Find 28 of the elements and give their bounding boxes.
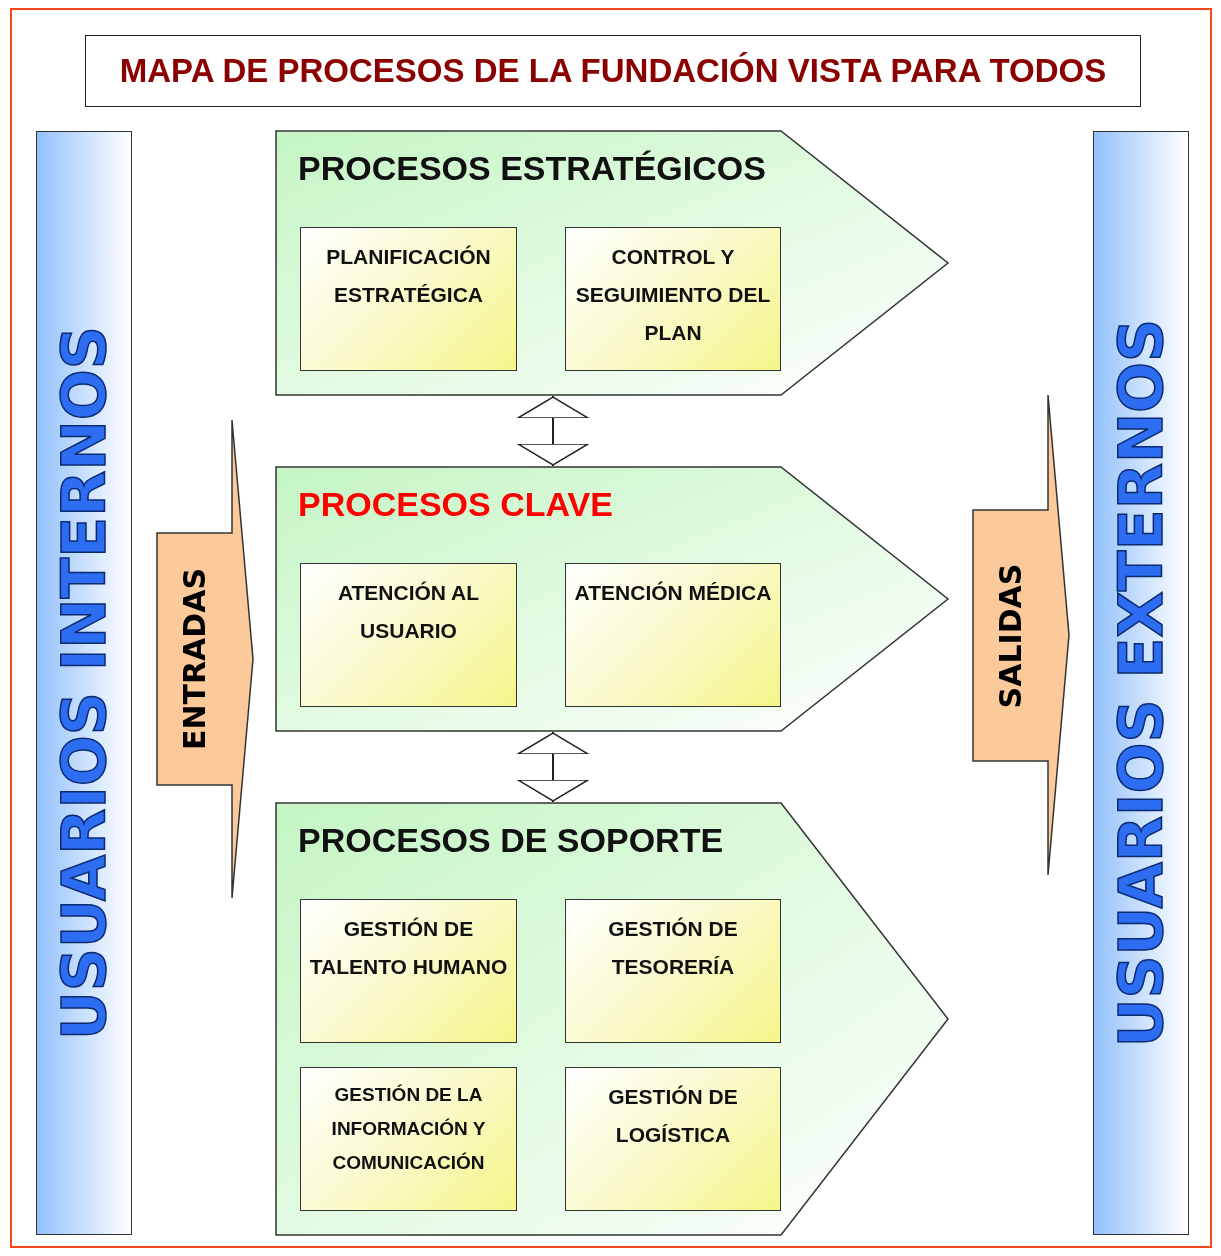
process-box [300, 899, 517, 1043]
double-arrow [517, 395, 589, 467]
bar-label: USUARIOS INTERNOS [49, 326, 119, 1040]
side-bar [1093, 131, 1189, 1235]
box-label: GESTIÓN DE TALENTO HUMANO [309, 916, 508, 980]
title: MAPA DE PROCESOS DE LA FUNDACIÓN VISTA PARA TODOS [85, 35, 1141, 107]
process-box [565, 1067, 781, 1211]
bar-label: USUARIOS EXTERNOS [1106, 318, 1176, 1048]
process-box [565, 563, 781, 707]
panel-heading: PROCESOS ESTRATÉGICOS [298, 149, 766, 188]
process-box [300, 563, 517, 707]
box-label: GESTIÓN DE TESORERÍA [607, 916, 739, 980]
process-box [300, 227, 517, 371]
box-label: ATENCIÓN AL USUARIO [336, 580, 481, 644]
box-label: GESTIÓN DE LOGÍSTICA [607, 1084, 739, 1148]
box-label: CONTROL Y SEGUIMIENTO DEL PLAN [574, 244, 772, 346]
panel-heading: PROCESOS CLAVE [298, 485, 613, 524]
arrow-label: ENTRADAS [176, 567, 212, 751]
process-box [565, 899, 781, 1043]
box-label: PLANIFICACIÓN ESTRATÉGICA [325, 244, 492, 308]
process-box [300, 1067, 517, 1211]
box-label: ATENCIÓN MÉDICA [574, 580, 772, 606]
side-bar [36, 131, 132, 1235]
double-arrow [517, 731, 589, 803]
box-label: GESTIÓN DE LA INFORMACIÓN Y COMUNICACIÓN [330, 1083, 487, 1175]
process-box [565, 227, 781, 371]
panel-heading: PROCESOS DE SOPORTE [298, 821, 724, 860]
arrow-label: SALIDAS [992, 563, 1028, 708]
